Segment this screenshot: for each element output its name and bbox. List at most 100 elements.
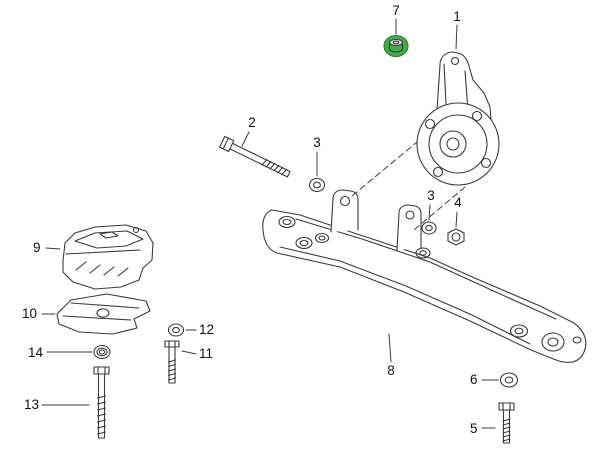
- part-support-plate: [56, 293, 151, 335]
- callout-5[interactable]: 5: [470, 421, 496, 436]
- crossmember-ear-right-hole: [405, 210, 415, 220]
- callout-10[interactable]: 10: [22, 306, 56, 321]
- crossmember-inner-line-lower: [279, 246, 531, 345]
- crossmember-hole: [415, 247, 431, 259]
- part-label-6: 6: [470, 372, 478, 387]
- mount-top-face: [74, 230, 144, 249]
- crossmember-hole: [572, 336, 582, 344]
- part-label-3b: 3: [427, 188, 435, 203]
- crossmember-boss: [541, 332, 565, 352]
- crossmember-hole: [282, 218, 292, 226]
- part-label-9: 9: [33, 240, 41, 255]
- plate-bend-line: [70, 302, 140, 309]
- part-bolt-11: [164, 340, 180, 384]
- callout-7[interactable]: 7: [392, 3, 400, 35]
- bolt-head: [164, 340, 180, 348]
- crossmember-hole: [314, 232, 330, 244]
- mount-face-inner-ring: [428, 114, 488, 174]
- plate-outline: [56, 293, 151, 335]
- mount-bolt-hole: [424, 118, 436, 130]
- callout-11[interactable]: 11: [181, 346, 213, 361]
- crossmember-hole: [299, 239, 309, 247]
- crossmember-hole: [419, 250, 427, 256]
- callout-9[interactable]: 9: [33, 240, 61, 255]
- bracket-top-hole: [450, 56, 460, 66]
- crossmember-hole: [547, 337, 559, 347]
- nut-hex: [447, 228, 465, 246]
- callout-2[interactable]: 2: [241, 115, 256, 147]
- mount-mid-line: [65, 249, 141, 255]
- crossmember-inner-line-upper: [295, 218, 557, 320]
- part-label-8: 8: [387, 363, 395, 378]
- bolt-threads: [261, 159, 288, 176]
- leader-line: [388, 333, 392, 363]
- mount-tab-hole: [132, 226, 140, 234]
- leader-line: [181, 350, 197, 355]
- crossmember-hole: [318, 235, 326, 241]
- callout-4[interactable]: 4: [454, 195, 462, 228]
- part-washer-14: [93, 344, 111, 360]
- part-nut-4: [447, 228, 465, 246]
- dashed-line: [351, 127, 435, 197]
- callout-6[interactable]: 6: [470, 372, 499, 387]
- part-washer-6: [499, 372, 519, 388]
- callout-8[interactable]: 8: [387, 333, 395, 378]
- part-washer-3a: [308, 177, 326, 193]
- bolt-head-facet: [168, 340, 176, 348]
- nut-hole: [451, 232, 461, 242]
- assembly-dashed-lines: [351, 127, 466, 231]
- bolt-head: [93, 366, 110, 375]
- callout-13[interactable]: 13: [24, 397, 90, 412]
- bolt-threads: [502, 418, 511, 442]
- callout-12[interactable]: 12: [185, 322, 214, 337]
- mount-hatch: [75, 261, 129, 277]
- plate-bend-line: [62, 315, 132, 321]
- part-label-13: 13: [24, 397, 39, 412]
- part-label-14: 14: [28, 345, 44, 360]
- mount-bolt-hole: [432, 166, 444, 178]
- leader-line: [455, 24, 458, 50]
- callout-3b[interactable]: 3: [427, 188, 435, 221]
- crossmember-ear-left: [330, 189, 359, 233]
- part-crossmember: [262, 189, 587, 363]
- part-washer-3b: [421, 221, 437, 235]
- crossmember-outline: [262, 209, 587, 363]
- part-label-11: 11: [199, 346, 213, 361]
- crossmember-hole: [514, 327, 524, 335]
- diagram-art: 7 1 2 3 3 4 9 10: [22, 3, 587, 444]
- dashed-line: [413, 186, 466, 231]
- mount-hub: [439, 130, 467, 158]
- mount-detail: [99, 231, 119, 239]
- callout-3a[interactable]: 3: [313, 135, 321, 177]
- crossmember-ear-right: [396, 204, 422, 251]
- crossmember-hole: [509, 324, 529, 338]
- part-label-12: 12: [199, 322, 214, 337]
- part-cap-nut-highlighted: [383, 34, 409, 58]
- part-label-1: 1: [453, 9, 461, 24]
- part-bolt-2: [219, 135, 291, 178]
- plate-hole: [96, 308, 110, 318]
- part-label-5: 5: [470, 421, 478, 436]
- part-label-10: 10: [22, 306, 37, 321]
- bolt-head-facet: [502, 402, 511, 411]
- callout-1[interactable]: 1: [453, 9, 461, 50]
- crossmember-hole: [278, 215, 296, 229]
- bolt-shaft: [502, 409, 511, 444]
- part-transmission-mount: [62, 224, 154, 290]
- bolt-threads: [96, 395, 107, 435]
- part-mount-bracket: [416, 51, 500, 186]
- part-label-3a: 3: [313, 135, 321, 150]
- callout-14[interactable]: 14: [28, 345, 93, 360]
- mount-hub-center: [446, 137, 460, 151]
- part-washer-12: [167, 323, 185, 337]
- cap-nut-side: [388, 41, 404, 53]
- bolt-head: [498, 402, 515, 411]
- cap-nut-top: [388, 38, 404, 47]
- leader-line: [428, 204, 431, 221]
- cap-nut-hole: [392, 40, 400, 45]
- leader-line: [241, 131, 250, 147]
- bolt-threads: [167, 359, 177, 381]
- bolt-head-facet: [222, 137, 229, 150]
